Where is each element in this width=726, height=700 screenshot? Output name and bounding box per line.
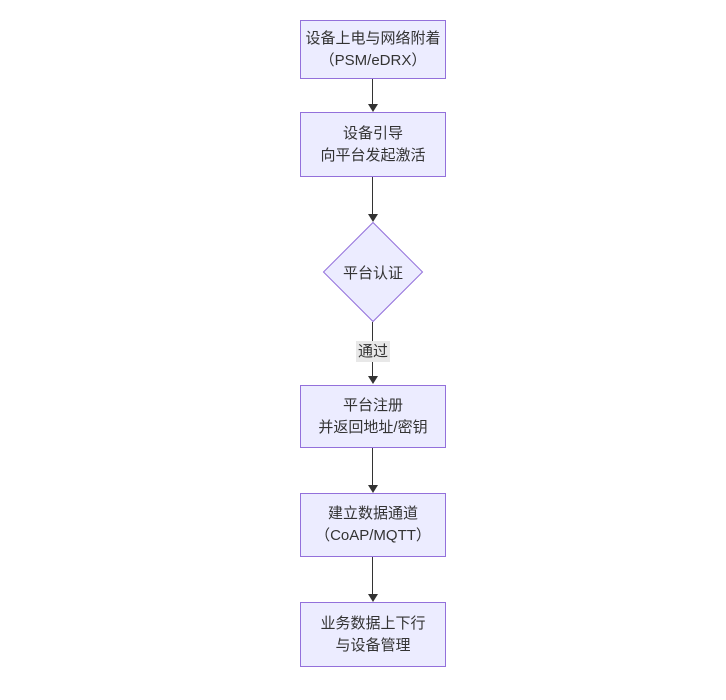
- node-bootstrap-line2: 向平台发起激活: [320, 146, 426, 164]
- edge-line-2: [372, 177, 373, 214]
- node-business-data: 业务数据上下行 与设备管理: [300, 602, 446, 667]
- edge-arrowhead-down-icon: [368, 485, 378, 493]
- node-data-channel-line1: 建立数据通道: [327, 505, 418, 522]
- node-platform-register-line2: 并返回地址/密钥: [318, 418, 428, 436]
- node-platform-register: 平台注册 并返回地址/密钥: [300, 385, 446, 448]
- edge-line-1: [372, 79, 373, 104]
- edge-line-5: [372, 557, 373, 594]
- edge-arrowhead-down-icon: [368, 214, 378, 222]
- decision-platform-auth: 平台认证: [322, 221, 424, 323]
- node-business-data-line1: 业务数据上下行: [320, 614, 426, 632]
- edge-arrowhead-down-icon: [368, 594, 378, 602]
- node-platform-register-line1: 平台注册: [342, 396, 403, 414]
- edge-label-pass: 通过: [355, 341, 391, 362]
- edge-arrowhead-down-icon: [368, 376, 378, 384]
- edge-line-4: [372, 448, 373, 485]
- node-data-channel-line2: （CoAP/MQTT）: [315, 527, 431, 544]
- node-power-attach: 设备上电与网络附着 （PSM/eDRX）: [300, 20, 446, 79]
- node-business-data-line2: 与设备管理: [335, 636, 411, 654]
- node-bootstrap-line1: 设备引导: [342, 124, 403, 142]
- edge-arrowhead-down-icon: [368, 104, 378, 112]
- node-power-attach-line1: 设备上电与网络附着: [305, 29, 441, 47]
- node-power-attach-line2: （PSM/eDRX）: [319, 51, 427, 69]
- node-bootstrap: 设备引导 向平台发起激活: [300, 112, 446, 177]
- decision-platform-auth-label: 平台认证: [342, 264, 403, 282]
- node-data-channel: 建立数据通道 （CoAP/MQTT）: [300, 493, 446, 557]
